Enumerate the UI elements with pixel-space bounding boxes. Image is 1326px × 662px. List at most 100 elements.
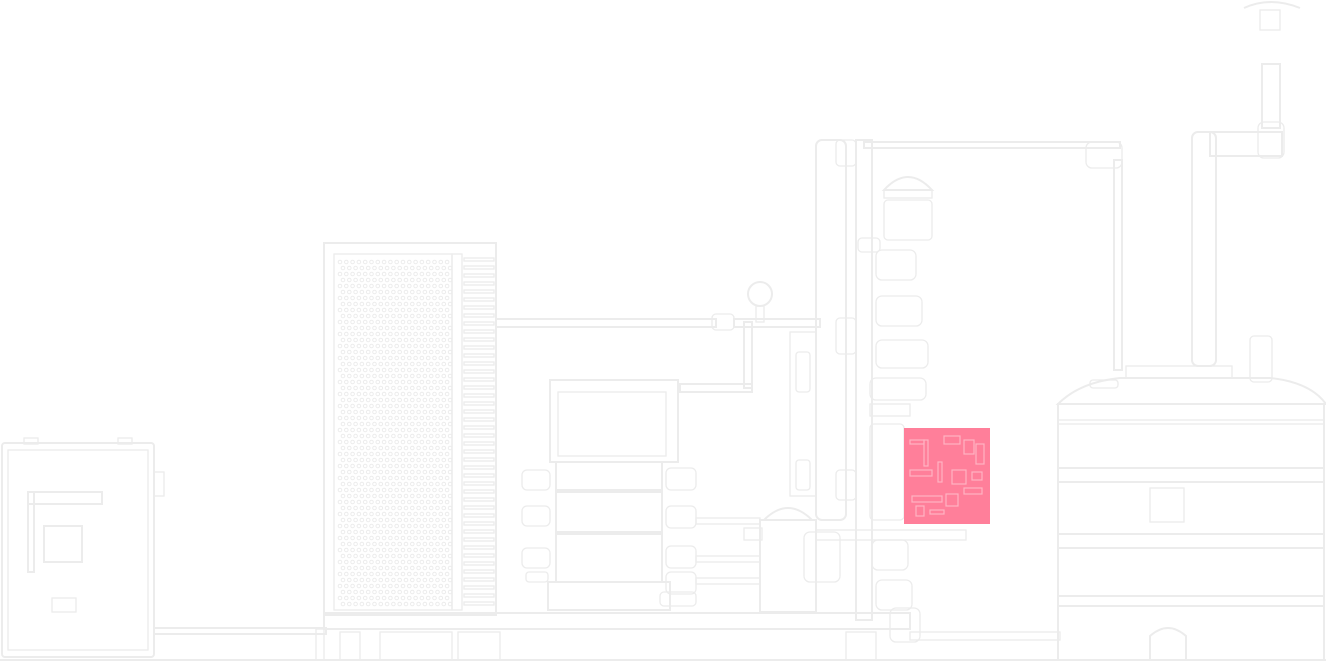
- perforation-hole: [391, 505, 396, 511]
- perforation-hole: [410, 385, 415, 391]
- perforation-hole: [407, 451, 412, 457]
- perforation-hole: [428, 289, 434, 295]
- perforation-hole: [384, 481, 390, 487]
- perforation-hole: [397, 565, 403, 571]
- perforation-hole: [400, 295, 406, 301]
- perforation-hole: [391, 433, 396, 439]
- highlight-accent: [923, 439, 929, 467]
- perforation-hole: [438, 499, 444, 505]
- perforation-hole: [350, 283, 355, 289]
- perforation-hole: [384, 565, 390, 571]
- column-valve-cluster[interactable]: [857, 176, 1061, 643]
- perforation-hole: [447, 577, 453, 583]
- boiler-unit[interactable]: [1, 437, 165, 658]
- perforation-hole: [388, 499, 393, 505]
- perforation-hole: [397, 385, 403, 391]
- perforation-hole: [384, 457, 390, 463]
- perforation-hole: [347, 289, 352, 295]
- perforation-hole: [444, 343, 450, 349]
- pressure-gauge-icon[interactable]: [679, 281, 773, 393]
- perforation-hole: [359, 373, 365, 379]
- perforation-hole: [347, 601, 352, 607]
- perforation-hole: [397, 493, 403, 499]
- perforation-hole: [378, 349, 384, 355]
- perforation-hole: [444, 367, 450, 373]
- perforation-hole: [337, 319, 343, 325]
- perforation-hole: [432, 463, 437, 469]
- perforation-hole: [428, 373, 434, 379]
- highlight-accent: [911, 495, 943, 503]
- perforation-hole: [422, 589, 428, 595]
- perforation-hole: [394, 367, 400, 373]
- perforation-hole: [425, 559, 431, 565]
- perforation-hole: [410, 265, 415, 271]
- perforation-hole: [410, 601, 415, 607]
- perforation-hole: [397, 541, 403, 547]
- perforation-hole: [353, 517, 358, 523]
- storage-tank[interactable]: [1055, 335, 1326, 661]
- perforation-hole: [425, 547, 431, 553]
- perforation-hole: [447, 385, 453, 391]
- heat-exchanger-cabinet[interactable]: [323, 242, 497, 616]
- perforation-hole: [403, 373, 409, 379]
- perforation-hole: [356, 331, 362, 337]
- perforation-hole: [428, 589, 434, 595]
- perforation-hole: [353, 385, 358, 391]
- perforation-hole: [438, 379, 444, 385]
- perforation-hole: [365, 265, 371, 271]
- perforation-hole: [381, 463, 387, 469]
- perforation-hole: [422, 385, 428, 391]
- perforation-hole: [447, 313, 453, 319]
- perforation-hole: [372, 457, 377, 463]
- perforation-hole: [422, 481, 428, 487]
- perforation-hole: [369, 559, 374, 565]
- perforation-hole: [388, 463, 393, 469]
- receiver-vessel[interactable]: [743, 507, 967, 613]
- perforation-hole: [438, 487, 444, 493]
- perforation-hole: [347, 457, 352, 463]
- perforation-hole: [372, 601, 377, 607]
- perforation-hole: [407, 343, 412, 349]
- perforation-hole: [369, 259, 374, 265]
- cooling-fin: [463, 265, 495, 270]
- highlighted-column-section[interactable]: [904, 428, 990, 524]
- tank-stack[interactable]: [521, 379, 761, 611]
- perforation-hole: [344, 259, 349, 265]
- perforation-hole: [400, 547, 406, 553]
- perforation-hole: [375, 487, 381, 493]
- perforation-hole: [441, 325, 447, 331]
- perforation-hole: [394, 583, 400, 589]
- perforation-hole: [347, 385, 352, 391]
- perforation-hole: [422, 493, 428, 499]
- perforation-hole: [416, 421, 421, 427]
- perforation-hole: [391, 361, 396, 367]
- perforation-hole: [428, 385, 434, 391]
- perforation-hole: [372, 265, 377, 271]
- perforation-hole: [372, 553, 377, 559]
- tank-right-valves[interactable]: [659, 467, 697, 607]
- perforation-hole: [372, 445, 377, 451]
- perforation-hole: [359, 553, 365, 559]
- perforation-hole: [413, 259, 418, 265]
- perforation-hole: [410, 457, 415, 463]
- perforation-hole: [372, 325, 377, 331]
- vent-stack[interactable]: [1191, 1, 1301, 367]
- perforation-hole: [413, 283, 418, 289]
- perforation-hole: [410, 421, 415, 427]
- perforation-hole: [400, 427, 406, 433]
- perforation-hole: [347, 445, 352, 451]
- perforation-hole: [403, 445, 409, 451]
- perforation-hole: [353, 337, 358, 343]
- perforation-hole: [400, 451, 406, 457]
- perforation-hole: [384, 433, 390, 439]
- perforation-hole: [441, 337, 447, 343]
- perforation-hole: [353, 289, 358, 295]
- distillation-column[interactable]: [789, 139, 1123, 621]
- perforation-hole: [416, 301, 421, 307]
- perforation-hole: [391, 565, 396, 571]
- perforation-hole: [369, 511, 374, 517]
- tank-left-valves[interactable]: [521, 469, 551, 583]
- perforation-hole: [428, 325, 434, 331]
- cooling-fin: [463, 545, 495, 550]
- perforation-hole: [359, 445, 365, 451]
